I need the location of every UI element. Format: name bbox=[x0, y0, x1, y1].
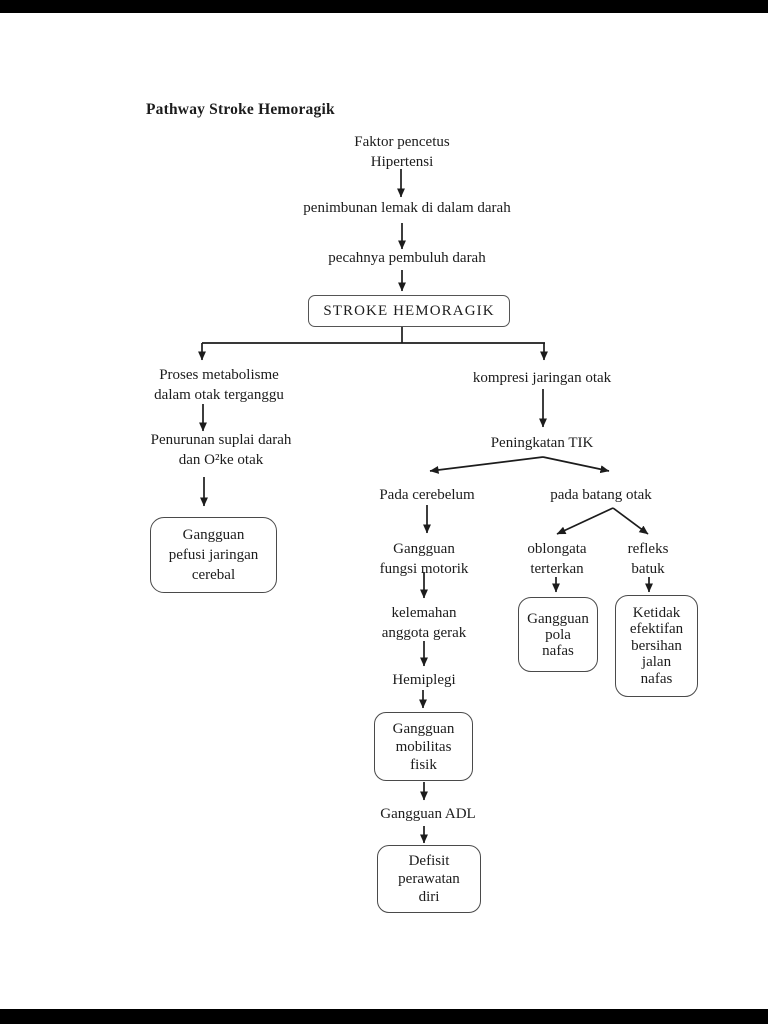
node-peningkatan-tik: Peningkatan TIK bbox=[490, 435, 594, 451]
node-refleks-batuk: refleks batuk bbox=[627, 541, 669, 577]
box-stroke-hemoragik: STROKE HEMORAGIK bbox=[308, 295, 510, 327]
bottom-letterbox-bar bbox=[0, 1009, 768, 1024]
box-defisit-perawatan: Defisit perawatan diri bbox=[377, 845, 481, 913]
node-penurunan-suplai: Penurunan suplai darah dan O²ke otak bbox=[150, 432, 292, 468]
node-oblongata-terterkan: oblongata terterkan bbox=[527, 541, 587, 577]
box-gangguan-pola-nafas: Gangguan pola nafas bbox=[518, 597, 598, 672]
node-faktor-pencetus: Faktor pencetus Hipertensi bbox=[354, 134, 450, 170]
node-penimbunan-lemak: penimbunan lemak di dalam darah bbox=[303, 200, 511, 216]
box-ketidakefektifan-bersihan: Ketidak efektifan bersihan jalan nafas bbox=[615, 595, 698, 697]
box-gangguan-mobilitas: Gangguan mobilitas fisik bbox=[374, 712, 473, 781]
page-title: Pathway Stroke Hemoragik bbox=[146, 101, 335, 118]
node-pada-cerebelum: Pada cerebelum bbox=[379, 487, 475, 503]
node-hemiplegi: Hemiplegi bbox=[392, 672, 456, 688]
node-pecahnya-pembuluh: pecahnya pembuluh darah bbox=[328, 250, 486, 266]
box-gangguan-perfusi: Gangguan pefusi jaringan cerebal bbox=[150, 517, 277, 593]
node-proses-metabolisme: Proses metabolisme dalam otak terganggu bbox=[154, 367, 284, 403]
node-kompresi-jaringan: kompresi jaringan otak bbox=[472, 370, 612, 386]
node-kelemahan-anggota: kelemahan anggota gerak bbox=[381, 605, 467, 641]
top-letterbox-bar bbox=[0, 0, 768, 13]
node-gangguan-fungsi-motorik: Gangguan fungsi motorik bbox=[379, 541, 469, 577]
node-gangguan-adl: Gangguan ADL bbox=[380, 806, 476, 822]
node-pada-batang-otak: pada batang otak bbox=[550, 487, 652, 503]
